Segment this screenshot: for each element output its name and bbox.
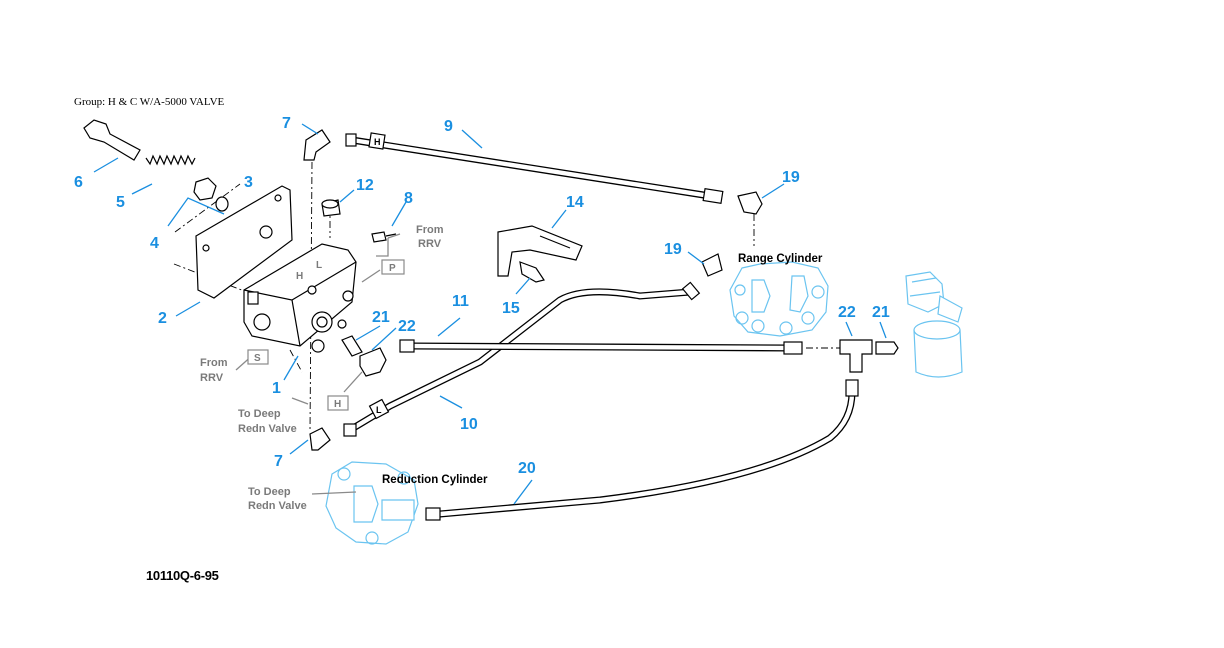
part-19-elbow-top <box>737 191 763 215</box>
hose-9 <box>345 132 724 205</box>
part-22-tee-right <box>839 339 873 373</box>
callout-4: 4 <box>150 235 159 252</box>
part-1-valve-body <box>243 243 357 353</box>
to-deep-1-line1: To Deep <box>238 408 281 420</box>
range-cylinder-label: Range Cylinder <box>738 253 823 265</box>
part-3-plug <box>193 177 229 212</box>
callout-9: 9 <box>444 118 453 135</box>
part-21-fitting-left <box>341 335 363 357</box>
callout-6: 6 <box>74 174 83 191</box>
callout-7-bottom: 7 <box>274 453 283 470</box>
hose-20 <box>425 379 859 521</box>
cylinder-labels: Range Cylinder Reduction Cylinder <box>382 253 823 486</box>
part-2-plate <box>195 185 293 299</box>
hose-10 <box>343 281 701 437</box>
hose-10-marker: L <box>376 405 382 415</box>
callout-14: 14 <box>566 194 584 211</box>
port-annotations <box>235 233 405 495</box>
hose-9-marker: H <box>374 137 381 147</box>
callout-5: 5 <box>116 194 125 211</box>
callout-19-mid: 19 <box>664 241 682 258</box>
callout-8: 8 <box>404 190 413 207</box>
callout-2: 2 <box>158 310 167 327</box>
hose-11 <box>399 339 803 355</box>
from-rrv-left-line1: From <box>200 357 228 369</box>
valve-port-l: L <box>316 260 322 271</box>
group-title: Group: H & C W/A-5000 VALVE <box>74 96 225 108</box>
callout-21-left: 21 <box>372 309 390 326</box>
valve-port-h: H <box>296 271 303 282</box>
callout-19-top: 19 <box>782 169 800 186</box>
callout-numbers: 6 5 3 4 2 1 7 7 12 8 9 14 15 19 19 11 21… <box>74 115 890 477</box>
port-p-label: P <box>389 263 396 274</box>
part-12-plug <box>321 199 341 217</box>
port-letters: P S H H L <box>254 260 396 410</box>
part-22-tee-left <box>359 347 387 377</box>
callout-11: 11 <box>452 293 469 310</box>
port-h-label: H <box>334 399 341 410</box>
flow-labels: From RRV From RRV To Deep Redn Valve To … <box>200 224 444 512</box>
callout-12: 12 <box>356 177 374 194</box>
figure-code: 10110Q-6-95 <box>146 568 219 583</box>
part-19-elbow-mid <box>701 253 723 277</box>
part-14-bracket <box>497 225 583 277</box>
from-rrv-top-line1: From <box>416 224 444 236</box>
reduction-cylinder-label: Reduction Cylinder <box>382 474 488 486</box>
spare-fitting-outline <box>905 271 963 378</box>
reduction-cylinder-outline <box>325 461 419 545</box>
to-deep-2-line1: To Deep <box>248 486 291 498</box>
part-7-elbow-top <box>303 129 331 161</box>
callout-15: 15 <box>502 300 520 317</box>
callout-22-left: 22 <box>398 318 416 335</box>
callout-7-top: 7 <box>282 115 291 132</box>
part-7-elbow-bottom <box>309 427 331 451</box>
part-6-pin <box>83 119 141 161</box>
callout-10: 10 <box>460 416 478 433</box>
callout-20: 20 <box>518 460 536 477</box>
part-15-bolt <box>519 261 545 283</box>
leader-lines <box>93 123 887 505</box>
callout-3: 3 <box>244 174 253 191</box>
part-8-screw <box>371 231 397 243</box>
to-deep-2-line2: Redn Valve <box>248 500 307 512</box>
port-s-label: S <box>254 353 261 364</box>
from-rrv-left-line2: RRV <box>200 372 224 384</box>
part-21-fitting-right <box>875 341 899 355</box>
callout-1: 1 <box>272 380 281 397</box>
to-deep-1-line2: Redn Valve <box>238 423 297 435</box>
callout-21-right: 21 <box>872 304 890 321</box>
hose-markers: H L <box>374 137 382 415</box>
from-rrv-top-line2: RRV <box>418 238 442 250</box>
callout-22-right: 22 <box>838 304 856 321</box>
range-cylinder-outline <box>729 261 829 337</box>
part-5-spring <box>145 154 196 166</box>
